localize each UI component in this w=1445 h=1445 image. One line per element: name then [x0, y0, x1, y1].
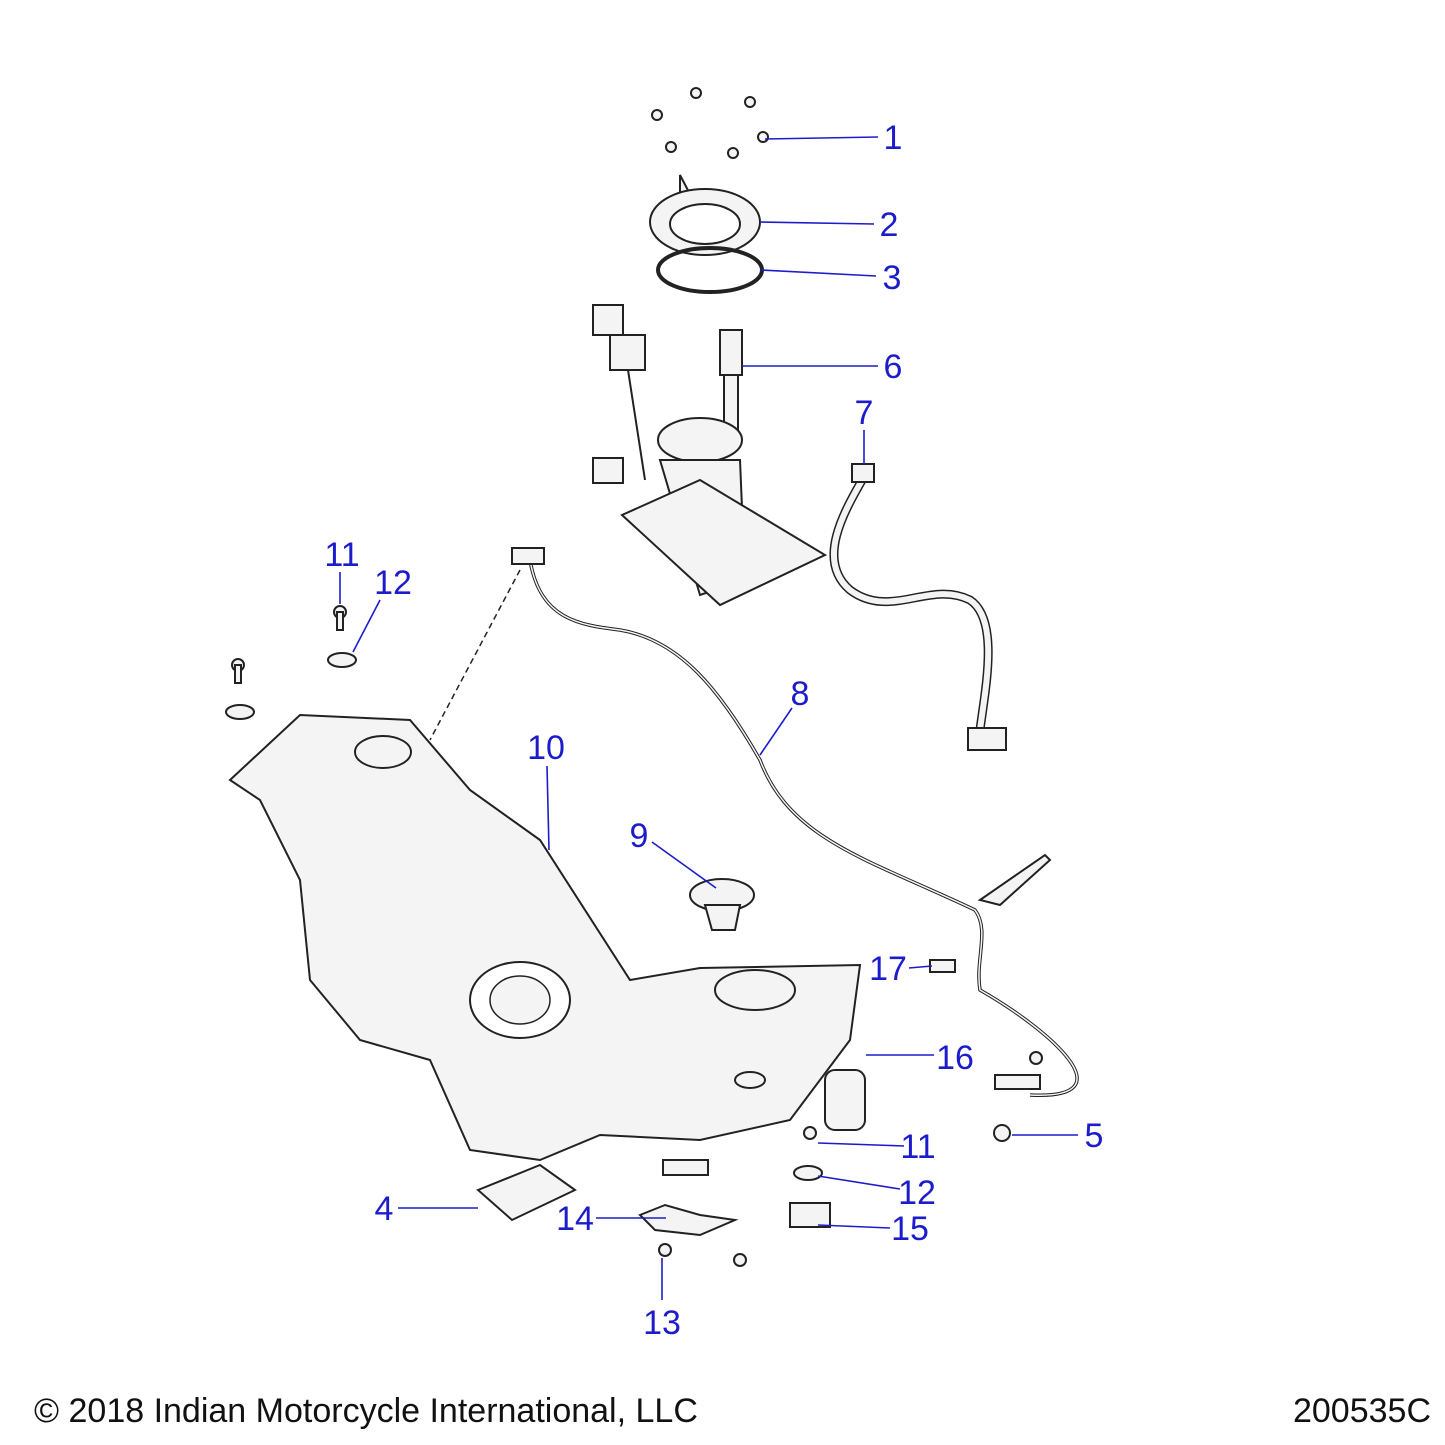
fuel-tank-icon [228, 713, 862, 1162]
callout-number-4: 4 [375, 1190, 394, 1228]
copyright-notice: © 2018 Indian Motorcycle International, … [34, 1392, 698, 1430]
callout-number-12: 12 [898, 1174, 936, 1212]
callout-number-10: 10 [527, 729, 565, 767]
callout-number-11: 11 [900, 1128, 935, 1166]
callout-number-7: 7 [855, 394, 874, 432]
leader-line [764, 136, 879, 140]
callout-number-3: 3 [883, 259, 902, 297]
leader-line [651, 841, 717, 889]
bolt-set-icon [651, 87, 769, 159]
callout-number-17: 17 [869, 950, 907, 988]
leader-line [817, 1224, 891, 1229]
callout-number-2: 2 [880, 206, 899, 244]
callout-number-13: 13 [643, 1304, 681, 1342]
callout-number-6: 6 [884, 348, 903, 386]
leader-line [817, 1175, 901, 1190]
leader-line [759, 707, 793, 756]
vent-line-icon [429, 547, 1079, 1097]
callout-number-9: 9 [630, 817, 649, 855]
part-illustrations [225, 87, 1079, 1267]
fuel-pump-icon [592, 304, 828, 607]
leader-line [759, 269, 877, 277]
leader-line [759, 221, 875, 225]
callout-number-16: 16 [936, 1039, 974, 1077]
callout-number-8: 8 [791, 675, 810, 713]
callout-number-5: 5 [1085, 1117, 1104, 1155]
callout-number-14: 14 [556, 1200, 594, 1238]
leader-line [546, 765, 550, 851]
leader-line [817, 1142, 905, 1147]
retaining-ring-icon [649, 174, 761, 256]
leader-line [908, 965, 933, 969]
drawing-number: 200535C [1292, 1392, 1431, 1430]
fuel-cap-icon [689, 878, 755, 931]
leader-line [352, 599, 381, 653]
hardware-icon [225, 605, 1043, 1267]
fuel-hose-icon [829, 463, 1007, 751]
callout-number-11: 11 [324, 536, 359, 574]
callout-number-1: 1 [884, 119, 903, 157]
callout-number-15: 15 [891, 1210, 929, 1248]
callout-number-12: 12 [374, 564, 412, 602]
